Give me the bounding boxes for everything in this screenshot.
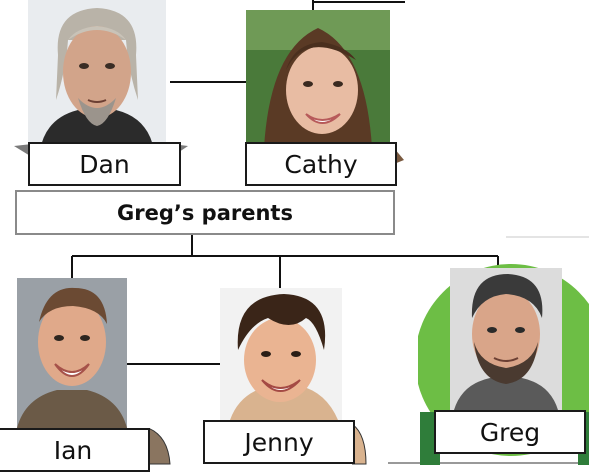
greg-name-label: Greg [434,410,586,454]
jenny-name-label: Jenny [203,420,355,464]
jenny-shoulder [352,424,367,465]
greg-portrait-icon [450,268,562,410]
ian-photo [17,278,127,428]
dan-name-label: Dan [28,142,181,186]
ian-shoulder [148,428,171,465]
parents-group-label: Greg’s parents [15,190,395,235]
cathy-name-label: Cathy [245,142,397,186]
cathy-photo [246,10,390,148]
ian-portrait-icon [17,278,127,428]
cathy-portrait-icon [246,10,390,148]
jenny-portrait-icon [220,288,342,420]
jenny-photo [220,288,342,420]
ian-name-label: Ian [0,428,150,472]
greg-photo [450,268,562,410]
dan-portrait-icon [28,0,166,150]
dan-photo [28,0,166,150]
